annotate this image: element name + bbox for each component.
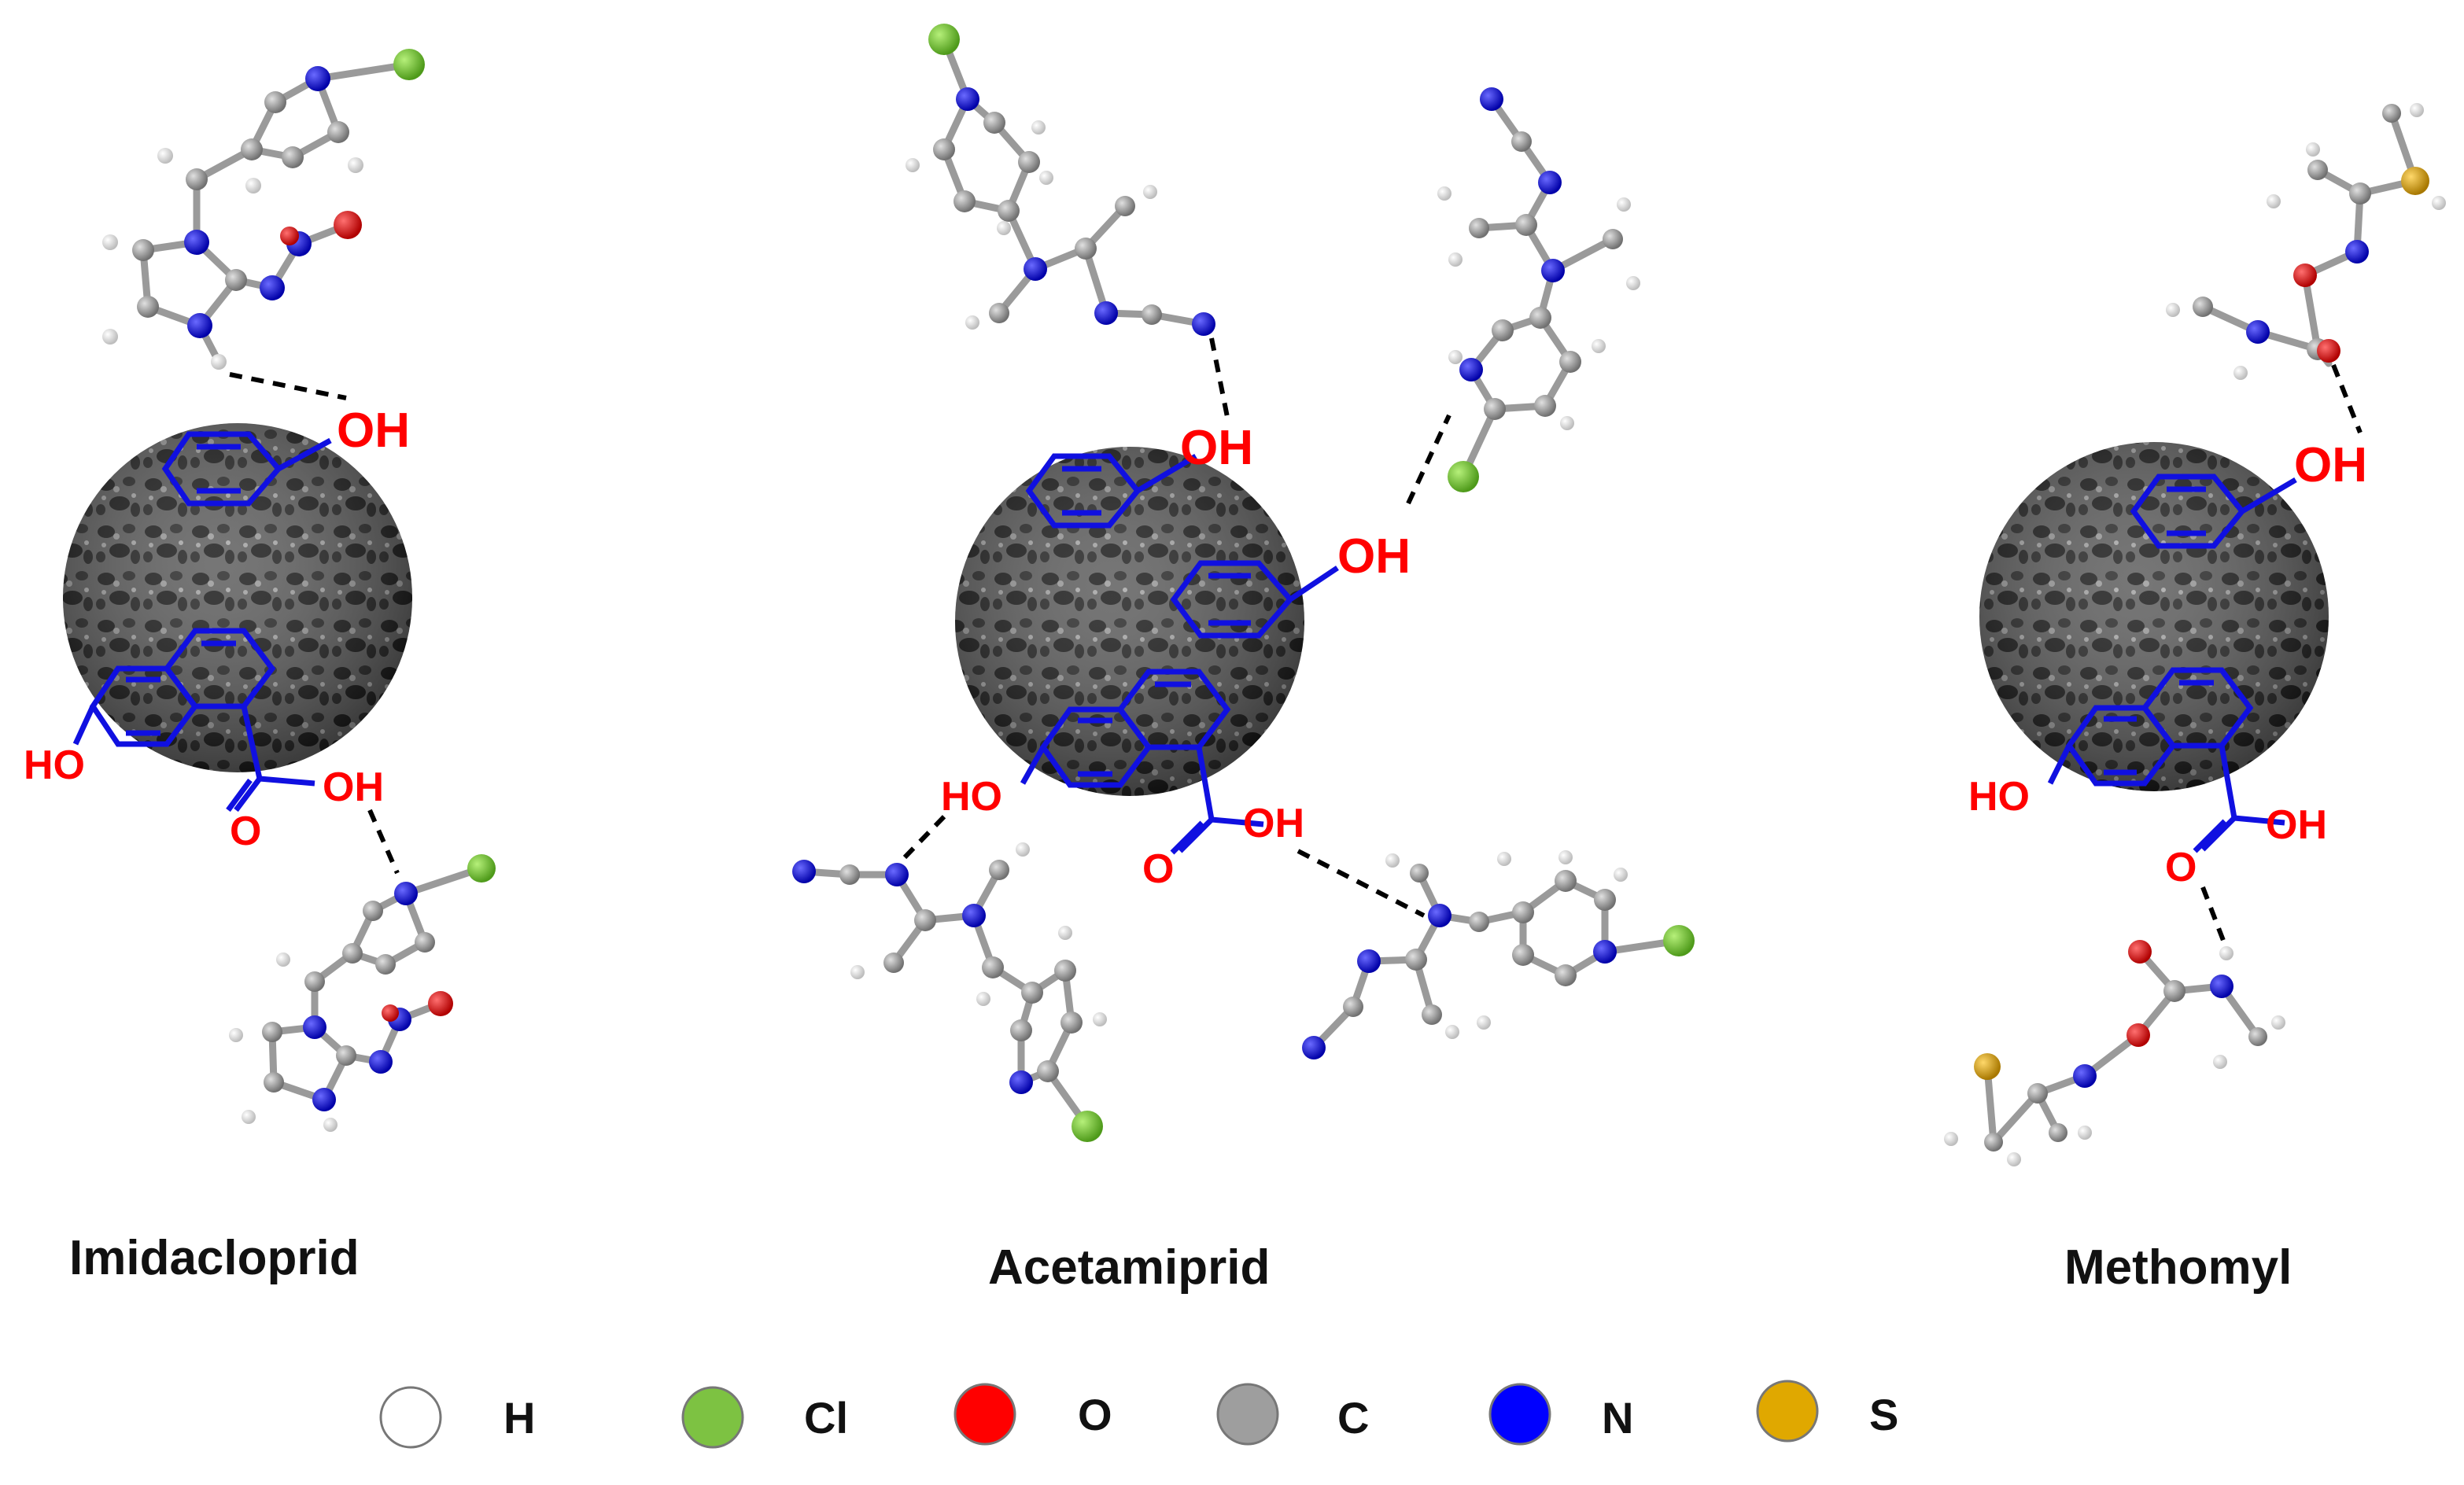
phenol-ring xyxy=(161,431,332,507)
carbonyl-oxygen-label: O xyxy=(1142,846,1174,892)
carbonyl-oxygen-label: O xyxy=(2165,845,2197,890)
hydrogen-bond xyxy=(902,808,953,860)
hydrogen-bond xyxy=(1209,337,1230,418)
hydrogen-bond xyxy=(367,809,400,875)
panel-methomyl: OH HO O OH xyxy=(1944,103,2446,1295)
legend-swatch xyxy=(681,1386,744,1449)
methomyl-molecule-bottom xyxy=(1944,940,2285,1166)
naphthoic-acid-ring xyxy=(72,628,315,813)
legend-swatch xyxy=(1488,1383,1551,1446)
naphthoic-acid-ring xyxy=(1020,669,1264,855)
hydroxyl-label: OH xyxy=(2294,438,2367,492)
carboxyl-hydroxyl-label: OH xyxy=(2266,802,2327,848)
legend-label: O xyxy=(1078,1390,1112,1439)
legend-item-c: C xyxy=(1216,1383,1369,1446)
imidacloprid-molecule-bottom xyxy=(229,854,496,1132)
acetamiprid-molecule-top-right xyxy=(1437,87,1640,492)
hydrogen-bond xyxy=(1297,849,1426,918)
legend-swatch xyxy=(1216,1383,1279,1446)
panel-imidacloprid: OH HO O OH xyxy=(24,49,496,1285)
legend-label: H xyxy=(503,1393,535,1443)
hydrogen-bond xyxy=(2200,886,2229,950)
hydrogen-bond xyxy=(229,372,347,400)
naphthoic-acid-ring xyxy=(2047,667,2285,853)
compound-name-acetamiprid: Acetamiprid xyxy=(988,1240,1270,1295)
legend-item-o: O xyxy=(954,1383,1112,1446)
hydrogen-bond xyxy=(1406,414,1451,505)
phenol-ring xyxy=(1025,453,1197,529)
phenol-ring xyxy=(2130,474,2297,549)
legend-label: Cl xyxy=(804,1393,848,1443)
legend-item-n: N xyxy=(1488,1383,1633,1446)
carboxyl-hydroxyl-label: OH xyxy=(323,765,384,810)
hydroxyl-label: HO xyxy=(1968,774,2030,820)
legend-swatch xyxy=(954,1383,1016,1446)
carboxyl-hydroxyl-label: OH xyxy=(1243,801,1304,846)
legend-item-h: H xyxy=(379,1386,535,1449)
legend-label: S xyxy=(1869,1390,1898,1439)
hydroxyl-label: OH xyxy=(1180,421,1253,475)
hydroxyl-label: HO xyxy=(941,774,1002,820)
carbonyl-oxygen-label: O xyxy=(230,809,261,854)
imidacloprid-molecule-top xyxy=(102,49,425,370)
compound-name-imidacloprid: Imidacloprid xyxy=(69,1231,360,1285)
legend-swatch xyxy=(379,1386,442,1449)
legend-label: N xyxy=(1602,1393,1633,1443)
legend-item-s: S xyxy=(1756,1380,1898,1443)
methomyl-molecule-top xyxy=(2166,103,2446,380)
legend-swatch xyxy=(1756,1380,1819,1443)
hydrogen-bond xyxy=(2331,363,2363,434)
phenol-ring xyxy=(1170,560,1339,639)
acetamiprid-molecule-bottom-left xyxy=(792,842,1107,1142)
acetamiprid-molecule-top-left xyxy=(906,24,1215,336)
legend-label: C xyxy=(1337,1393,1369,1443)
atom-legend: H Cl O C N S xyxy=(379,1380,1898,1449)
hydroxyl-label: OH xyxy=(1337,529,1411,584)
panel-acetamiprid: OH OH HO O OH xyxy=(792,24,1695,1295)
compound-name-methomyl: Methomyl xyxy=(2064,1240,2292,1295)
acetamiprid-molecule-bottom-right xyxy=(1302,850,1695,1059)
hydroxyl-label: HO xyxy=(24,742,85,788)
hydroxyl-label: OH xyxy=(337,403,410,458)
legend-item-cl: Cl xyxy=(681,1386,848,1449)
